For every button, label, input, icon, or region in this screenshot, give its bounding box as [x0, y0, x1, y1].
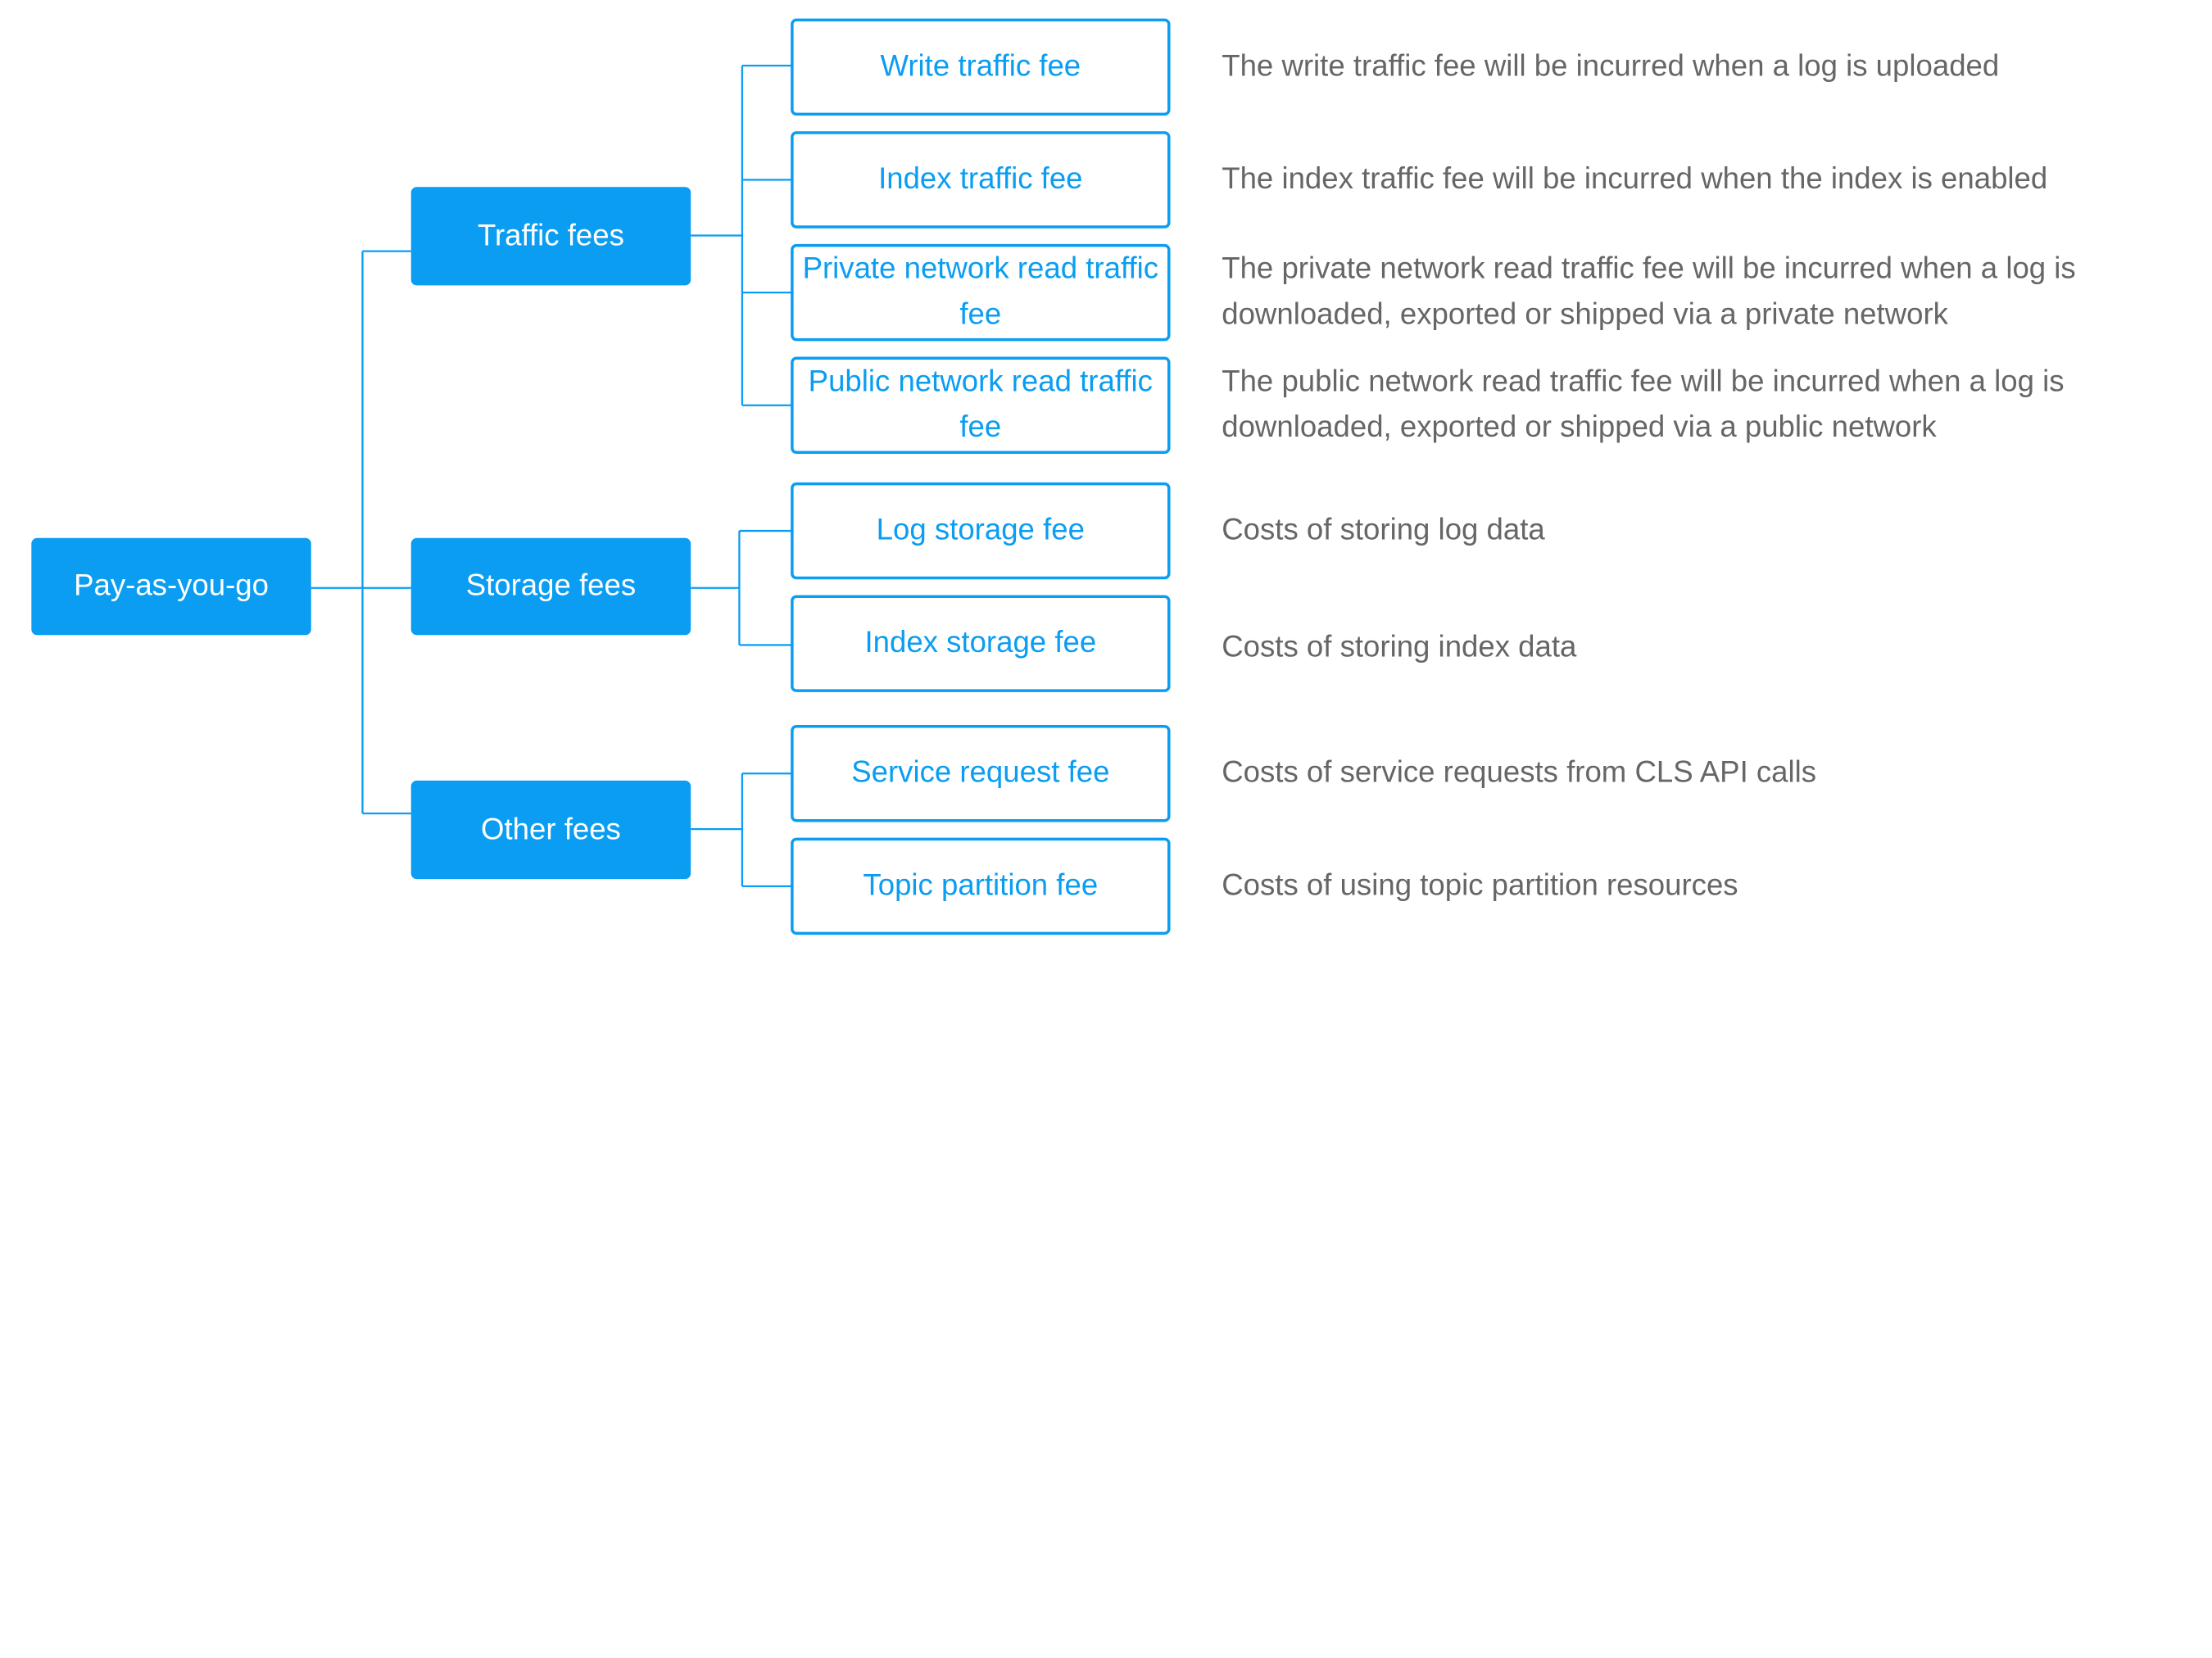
category-traffic-fees: Traffic fees	[410, 187, 691, 286]
description-write-traffic-fee: The write traffic fee will be incurred w…	[1222, 49, 2000, 84]
description-index-storage-fee: Costs of storing index data	[1222, 631, 1577, 664]
description-public-network-read-traffic-fee: The public network read traffic fee will…	[1222, 365, 2065, 444]
item-index-storage-fee: Index storage fee	[791, 595, 1171, 692]
description-index-traffic-fee: The index traffic fee will be incurred w…	[1222, 162, 2048, 196]
description-log-storage-fee: Costs of storing log data	[1222, 514, 1545, 547]
item-log-storage-fee: Log storage fee	[791, 482, 1171, 580]
item-write-traffic-fee: Write traffic fee	[791, 18, 1171, 116]
description-topic-partition-fee: Costs of using topic partition resources	[1222, 868, 1738, 903]
item-topic-partition-fee: Topic partition fee	[791, 837, 1171, 935]
description-private-network-read-traffic-fee: The private network read traffic fee wil…	[1222, 252, 2076, 332]
item-service-request-fee: Service request fee	[791, 724, 1171, 822]
root-node-pay-as-you-go: Pay-as-you-go	[31, 537, 311, 636]
connector-lines	[310, 65, 792, 887]
category-storage-fees: Storage fees	[410, 537, 691, 636]
item-public-network-read-traffic-fee: Public network read traffic fee	[791, 356, 1171, 454]
item-index-traffic-fee: Index traffic fee	[791, 131, 1171, 229]
item-private-network-read-traffic-fee: Private network read traffic fee	[791, 243, 1171, 342]
description-service-request-fee: Costs of service requests from CLS API c…	[1222, 756, 1817, 790]
category-other-fees: Other fees	[410, 780, 691, 880]
